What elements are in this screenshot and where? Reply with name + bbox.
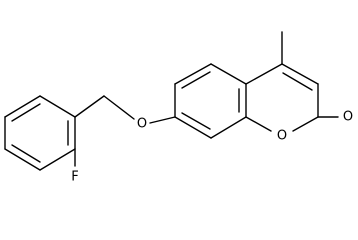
bond-ar3-ar4-double	[11, 144, 41, 163]
ring-oxygen-label: O	[277, 129, 287, 144]
bond-ar5-ar6-double	[11, 103, 41, 122]
bond-c4a-c5	[210, 63, 247, 85]
bond-c5-c6	[174, 63, 212, 85]
bond-ar2-ar3	[39, 148, 76, 171]
bond-c7-c8	[174, 116, 212, 139]
structure-canvas: O O O F	[4, 31, 353, 185]
molecule-structure: O O O F	[4, 31, 353, 185]
bonds	[4, 31, 339, 171]
carbonyl-oxygen-label: O	[343, 110, 353, 125]
bond-c5-c6-double	[181, 71, 211, 89]
fluorine-label: F	[71, 170, 78, 185]
bond-c2-o1	[292, 116, 319, 132]
bond-ch2-aryl	[74, 95, 105, 118]
bond-c3-c4-double	[282, 72, 313, 91]
bond-ar3-ar4	[4, 148, 41, 171]
bond-c4-c4a	[245, 63, 283, 85]
bond-ar6-ar1	[39, 95, 76, 118]
ether-oxygen-label: O	[137, 117, 147, 132]
bond-o1-c8a	[245, 116, 272, 132]
atom-labels: O O O F	[71, 110, 353, 185]
bond-c8-c8a	[210, 116, 247, 139]
bond-ar5-ar6	[4, 95, 41, 118]
bond-c4-c3	[281, 63, 319, 85]
bond-c7-oether	[149, 116, 176, 124]
bond-c7-c8-double	[181, 112, 211, 130]
bond-oether-ch2	[103, 95, 135, 120]
